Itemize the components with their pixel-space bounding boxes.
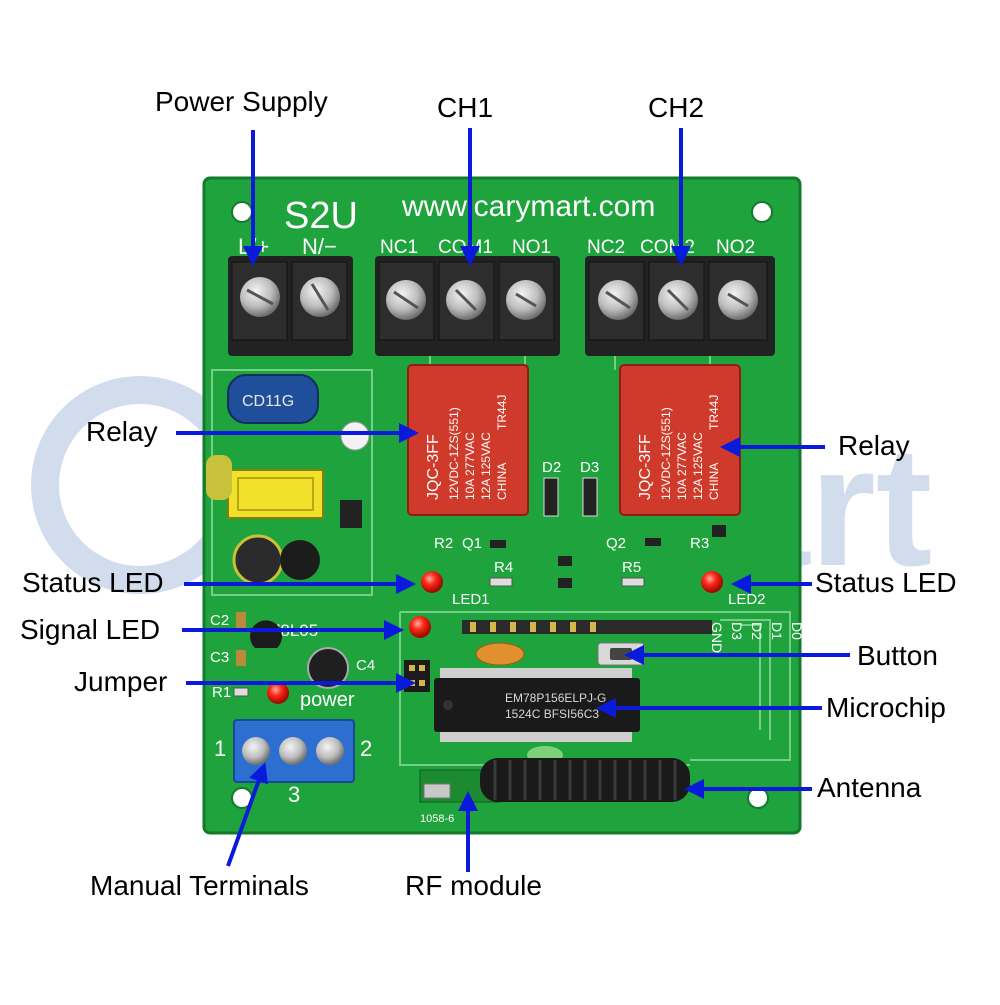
relay-2-text: CHINA <box>707 463 721 500</box>
header-pin-d2: D2 <box>749 622 765 640</box>
regulator <box>250 620 283 648</box>
diode-d3 <box>582 477 598 517</box>
capacitor-blue <box>227 374 319 424</box>
jumper <box>404 660 430 692</box>
label-ch2: CH2 <box>648 92 705 123</box>
power-supply-section: CD11G <box>206 374 370 586</box>
ceramic-capacitor <box>475 642 525 666</box>
resistor-yellow <box>206 455 232 500</box>
white-led-small <box>340 421 370 451</box>
label-r3: R3 <box>690 535 709 552</box>
label-signal-led: Signal LED <box>20 614 161 645</box>
pcb-board: S2U www.carymart.com L/+ N/− NC1 COM1 NO… <box>202 176 805 835</box>
board-model: S2U <box>284 195 358 237</box>
board-website: www.carymart.com <box>401 190 655 223</box>
label-r5: R5 <box>622 559 641 576</box>
relay-1-text: 12VDC-1ZS(551) <box>447 407 461 500</box>
header-pin-d3: D3 <box>729 622 745 640</box>
label-ch1: CH1 <box>437 92 494 123</box>
pcb-edge <box>202 176 802 835</box>
manual-number-1: 1 <box>214 736 226 761</box>
relay-2-text: JQC-3FF <box>637 434 654 500</box>
chip-text-line2: 1524C BFSI56C3 <box>505 707 599 721</box>
terminal-label-no2: NO2 <box>716 237 755 258</box>
label-relay-right: Relay <box>838 430 910 461</box>
label-relay-left: Relay <box>86 416 158 447</box>
status-led-2 <box>701 571 723 593</box>
relay-1-text: JQC-3FF <box>425 434 442 500</box>
label-c2: C2 <box>210 612 229 629</box>
terminal-label-power-neg: N/− <box>302 234 337 259</box>
mount-hole <box>751 201 773 223</box>
terminal-label-nc1: NC1 <box>380 237 418 258</box>
relay-1-text: 10A 277VAC <box>463 432 477 500</box>
capacitor-text: CD11G <box>242 393 294 410</box>
signal-led <box>409 616 431 638</box>
manual-number-2: 2 <box>360 736 372 761</box>
label-c4: C4 <box>356 657 375 674</box>
trace-lines <box>211 350 791 766</box>
label-d3: D3 <box>580 459 599 476</box>
relay-2: JQC-3FF 12VDC-1ZS(551) 10A 277VAC 12A 12… <box>619 364 741 516</box>
label-d2: D2 <box>542 459 561 476</box>
power-label: power <box>300 689 355 711</box>
terminal-label-no1: NO1 <box>512 237 551 258</box>
antenna-coil <box>480 758 690 802</box>
label-power-supply: Power Supply <box>155 86 328 117</box>
label-r4: R4 <box>494 559 513 576</box>
label-q2: Q2 <box>606 535 626 552</box>
terminal-label-com2: COM2 <box>640 237 695 258</box>
label-status-led-left: Status LED <box>22 567 164 598</box>
callout-arrows <box>176 128 850 872</box>
electrolytic-cap <box>232 534 284 586</box>
label-r1: R1 <box>212 684 231 701</box>
relay-1-text: TR44J <box>495 395 509 430</box>
label-jumper: Jumper <box>74 666 168 697</box>
relay-1-text: 12A 125VAC <box>479 432 493 500</box>
power-led <box>267 682 289 704</box>
rf-code: 1058-6 <box>420 813 454 825</box>
terminal-block-power <box>228 256 353 356</box>
terminal-label-nc2: NC2 <box>587 237 625 258</box>
header-pin-row <box>462 620 712 634</box>
label-led1: LED1 <box>452 591 490 608</box>
arrow-manual-terminals <box>226 762 268 867</box>
label-rf-module: RF module <box>405 870 542 901</box>
header-pin-d1: D1 <box>769 622 785 640</box>
label-button: Button <box>857 640 938 671</box>
capacitor-c4 <box>307 647 349 689</box>
label-q1: Q1 <box>462 535 482 552</box>
manual-number-3: 3 <box>288 782 300 807</box>
terminal-label-com1: COM1 <box>438 237 493 258</box>
header-pin-d0: D0 <box>789 622 805 640</box>
status-led-1 <box>421 571 443 593</box>
relay-2-text: TR44J <box>707 395 721 430</box>
relay-2-text: 12VDC-1ZS(551) <box>659 407 673 500</box>
label-led2: LED2 <box>728 591 766 608</box>
terminal-block-ch1 <box>375 256 560 356</box>
relay-2-text: 12A 125VAC <box>691 432 705 500</box>
relay-1-text: CHINA <box>495 463 509 500</box>
mount-hole <box>231 201 253 223</box>
label-c3: C3 <box>210 649 229 666</box>
label-manual-terminals: Manual Terminals <box>90 870 309 901</box>
label-antenna: Antenna <box>817 772 922 803</box>
relay-1: JQC-3FF 12VDC-1ZS(551) 10A 277VAC 12A 12… <box>407 364 529 516</box>
microchip: EM78P156ELPJ-G 1524C BFSI56C3 <box>434 668 640 742</box>
terminal-block-ch2 <box>585 256 775 356</box>
header-pin-gnd: GND <box>709 622 725 653</box>
chip-text-line1: EM78P156ELPJ-G <box>505 691 606 705</box>
relay-2-text: 10A 277VAC <box>675 432 689 500</box>
label-microchip: Microchip <box>826 692 946 723</box>
diode-d2 <box>543 477 559 517</box>
label-r2: R2 <box>434 535 453 552</box>
label-status-led-right: Status LED <box>815 567 957 598</box>
